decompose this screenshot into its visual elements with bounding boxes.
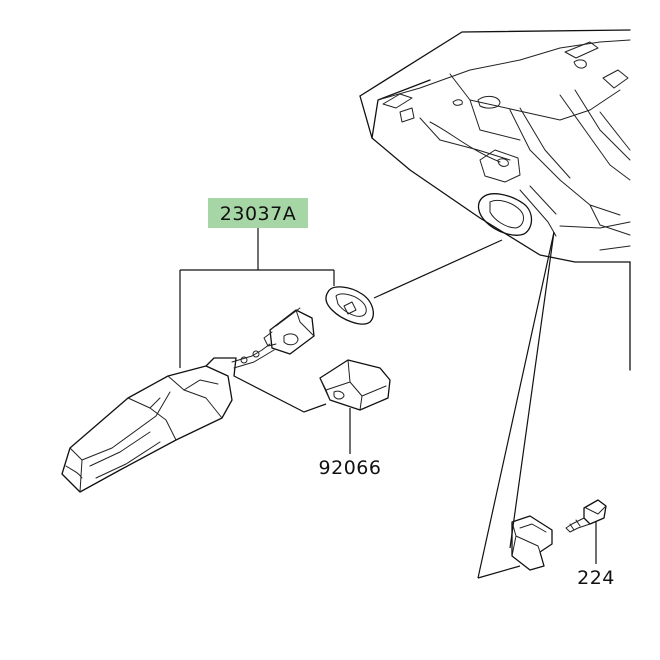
part-number-224[interactable]: 224 xyxy=(577,567,615,589)
rear-frame-drawing xyxy=(359,29,631,371)
leader-lines xyxy=(179,228,597,579)
grommet-drawing xyxy=(319,359,391,411)
clip-bracket-drawing xyxy=(511,515,553,571)
gasket-drawing xyxy=(325,286,374,325)
screw-drawing xyxy=(565,499,607,533)
wire-connector-drawing xyxy=(263,307,315,355)
highlight-box xyxy=(208,198,308,228)
turn-signal-drawing xyxy=(61,343,275,493)
part-number-92066[interactable]: 92066 xyxy=(319,457,382,479)
part-number-23037a[interactable]: 23037A xyxy=(220,203,296,225)
